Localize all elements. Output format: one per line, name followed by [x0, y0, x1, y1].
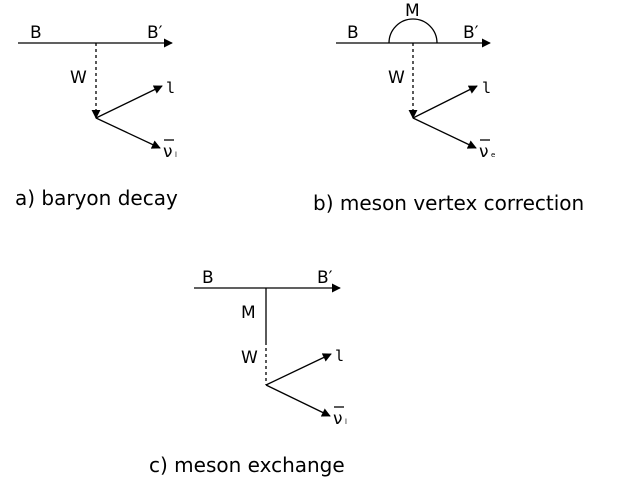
- lepton-line: [95, 85, 163, 119]
- lepton-label: l: [166, 79, 175, 97]
- incoming-baryon-label: B: [347, 23, 359, 43]
- lepton-label: l: [482, 79, 491, 97]
- meson-label: M: [241, 303, 256, 323]
- caption-c: c) meson exchange: [149, 453, 345, 477]
- caption-b: b) meson vertex correction: [313, 191, 584, 215]
- meson-loop: [388, 18, 438, 44]
- lepton-label: l: [335, 347, 344, 365]
- incoming-baryon-label: B: [30, 23, 42, 43]
- outgoing-baryon-label: B′: [147, 23, 163, 43]
- antineutrino-line: [95, 117, 161, 149]
- w-boson-label: W: [70, 68, 87, 88]
- antineutrino-line: [412, 117, 477, 149]
- diagram-b: B B′ M W l ν e b) meson vertex correctio…: [313, 1, 584, 215]
- antineutrino-label: ν: [479, 142, 489, 162]
- w-boson-label: W: [388, 68, 405, 88]
- diagram-c: B B′ M W l ν l c) meson exchange: [149, 268, 347, 477]
- antineutrino-subscript: l: [175, 151, 177, 159]
- antineutrino-label: ν: [163, 142, 173, 162]
- loop-meson-label: M: [405, 1, 420, 21]
- antineutrino-line: [265, 384, 331, 417]
- incoming-baryon-label: B: [202, 268, 214, 288]
- diagram-a: B B′ W l ν l a) baryon decay: [15, 23, 178, 210]
- caption-a: a) baryon decay: [15, 186, 178, 210]
- antineutrino-subscript: e: [491, 151, 495, 159]
- outgoing-baryon-label: B′: [317, 268, 333, 288]
- lepton-line: [412, 85, 478, 119]
- antineutrino-subscript: l: [345, 418, 347, 426]
- w-boson-label: W: [241, 348, 258, 368]
- lepton-line: [265, 353, 332, 386]
- antineutrino-label: ν: [333, 409, 343, 429]
- outgoing-baryon-label: B′: [463, 23, 479, 43]
